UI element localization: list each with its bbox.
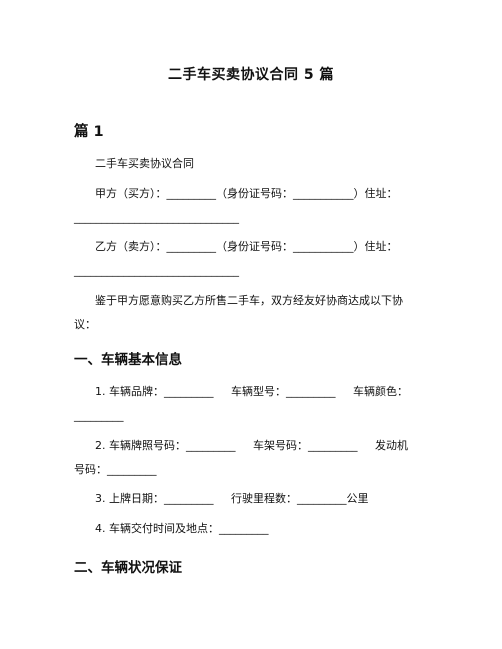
party-b-line-1: 乙方（卖方）：_________（身份证号码：___________）住址： [95,240,398,253]
party-b-line-2: ______________________________ [74,264,239,277]
item-4: 4. 车辆交付时间及地点：_________ [95,522,269,535]
preamble-line-1: 鉴于甲方愿意购买乙方所售二手车，双方经友好协商达成以下协 [95,294,403,307]
section-heading-vehicle-info: 一、车辆基本信息 [74,352,182,368]
party-a-line-1: 甲方（买方）：_________（身份证号码：___________）住址： [95,187,398,200]
paragraph-title: 二手车买卖协议合同 [95,157,194,170]
document-title: 二手车买卖协议合同 5 篇 [168,67,334,83]
part-heading: 篇 1 [74,124,104,140]
preamble-line-2: 议： [74,318,96,331]
section-heading-condition-guarantee: 二、车辆状况保证 [74,560,182,576]
party-a-line-2: ______________________________ [74,211,239,224]
item-3: 3. 上牌日期：_________ 行驶里程数：_________公里 [95,492,369,505]
item-2-line-1: 2. 车辆牌照号码：_________ 车架号码：_________ 发动机 [95,439,408,452]
item-2-line-2: 号码：_________ [74,463,157,476]
item-1-line-1: 1. 车辆品牌：_________ 车辆型号：_________ 车辆颜色： [95,385,408,398]
item-1-line-2: _________ [74,409,124,422]
